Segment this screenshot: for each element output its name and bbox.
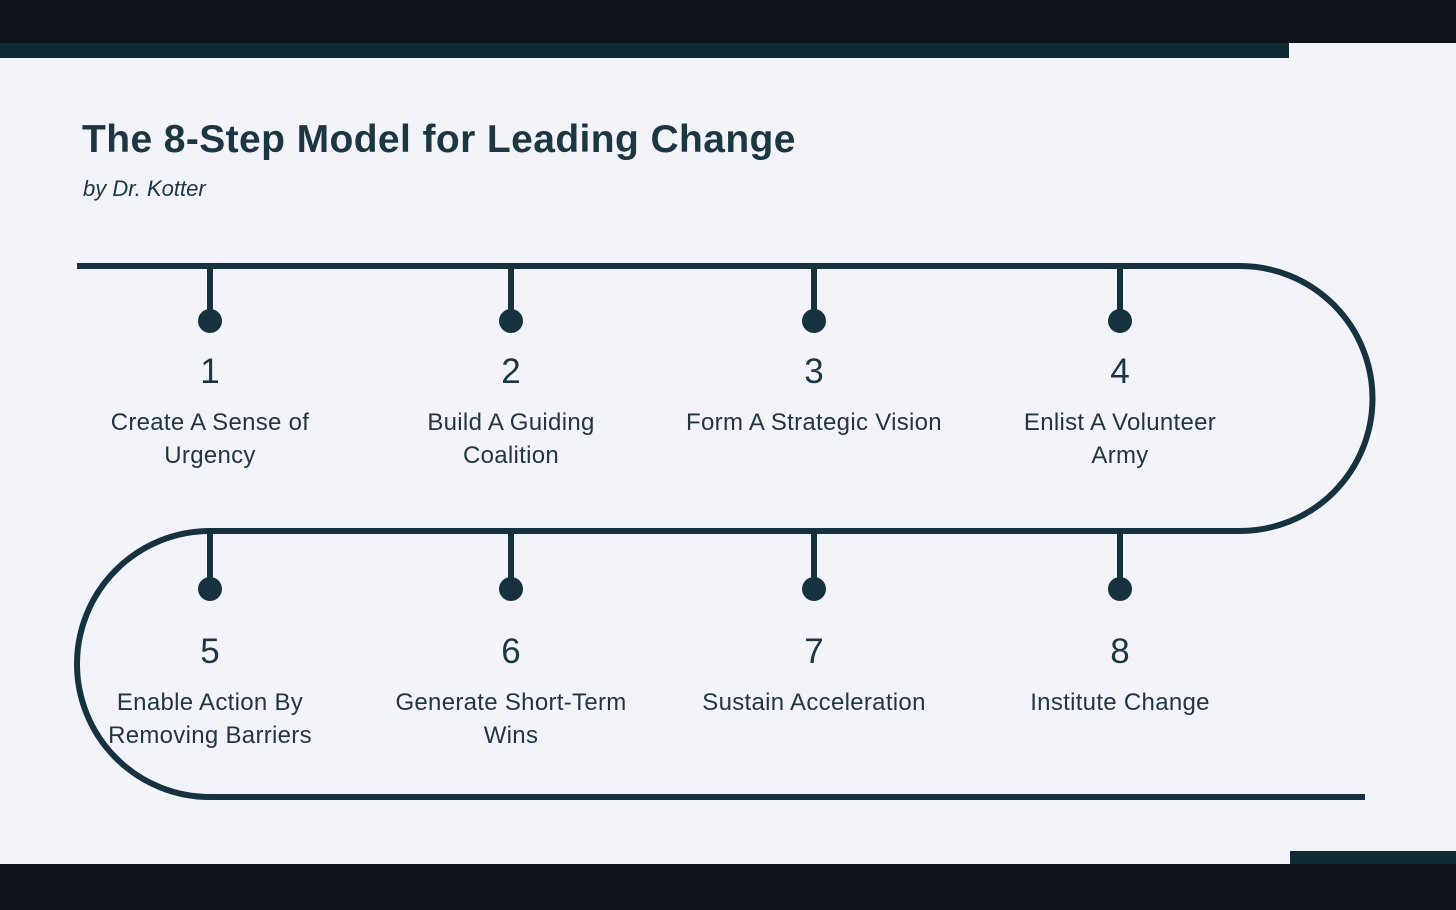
step-8-label: Institute Change [960, 686, 1280, 719]
step-4-marker [1108, 266, 1132, 333]
step-7-dot [802, 577, 826, 601]
step-6-number: 6 [501, 632, 521, 671]
step-3-dot [802, 309, 826, 333]
bottom-teal-accent-strip [1290, 851, 1456, 864]
step-5-label-line: Removing Barriers [108, 722, 312, 749]
step-5-dot [198, 577, 222, 601]
step-2-number: 2 [501, 352, 521, 391]
top-teal-accent-strip [0, 43, 1289, 58]
step-4-dot [1108, 309, 1132, 333]
step-7-label: Sustain Acceleration [654, 686, 974, 719]
step-1-marker [198, 266, 222, 333]
step-6-label-line: Wins [483, 722, 539, 749]
step-6-dot [499, 577, 523, 601]
top-black-bar [0, 0, 1456, 43]
step-3-number: 3 [804, 352, 824, 391]
step-6-label-line: Generate Short-Term [395, 689, 627, 716]
step-4-label-line: Enlist A Volunteer [1023, 409, 1217, 436]
step-3-label-line: Form A Strategic Vision [686, 409, 942, 436]
page-title: The 8-Step Model for Leading Change [82, 118, 796, 161]
timeline-path [74, 263, 1376, 800]
step-1-dot [198, 309, 222, 333]
step-8-number: 8 [1110, 632, 1130, 671]
step-7-label-line: Sustain Acceleration [702, 689, 926, 716]
step-7-marker [802, 531, 826, 601]
step-5-number: 5 [200, 632, 220, 671]
step-4-number: 4 [1110, 352, 1130, 391]
step-2-dot [499, 309, 523, 333]
step-1-label-line: Urgency [164, 442, 256, 469]
step-6-marker [499, 531, 523, 601]
step-8-dot [1108, 577, 1132, 601]
timeline-markers [198, 266, 1132, 601]
step-4-label-line: Army [1091, 442, 1149, 469]
step-1-label-line: Create A Sense of [110, 409, 310, 436]
step-5-label-line: Enable Action By [116, 689, 304, 716]
step-5-label: Enable Action By Removing Barriers [50, 686, 370, 752]
page-subtitle: by Dr. Kotter [83, 176, 206, 201]
step-3-marker [802, 266, 826, 333]
step-1-number: 1 [200, 352, 220, 391]
step-2-label-line: Coalition [462, 442, 560, 469]
bottom-black-bar [0, 864, 1456, 910]
step-7-number: 7 [804, 632, 824, 671]
step-2-label-line: Build A Guiding [427, 409, 595, 436]
step-3-label: Form A Strategic Vision [654, 406, 974, 439]
step-1-label: Create A Sense of Urgency [50, 406, 370, 472]
step-8-marker [1108, 531, 1132, 601]
step-8-label-line: Institute Change [1030, 689, 1210, 716]
step-2-marker [499, 266, 523, 333]
step-5-marker [198, 531, 222, 601]
